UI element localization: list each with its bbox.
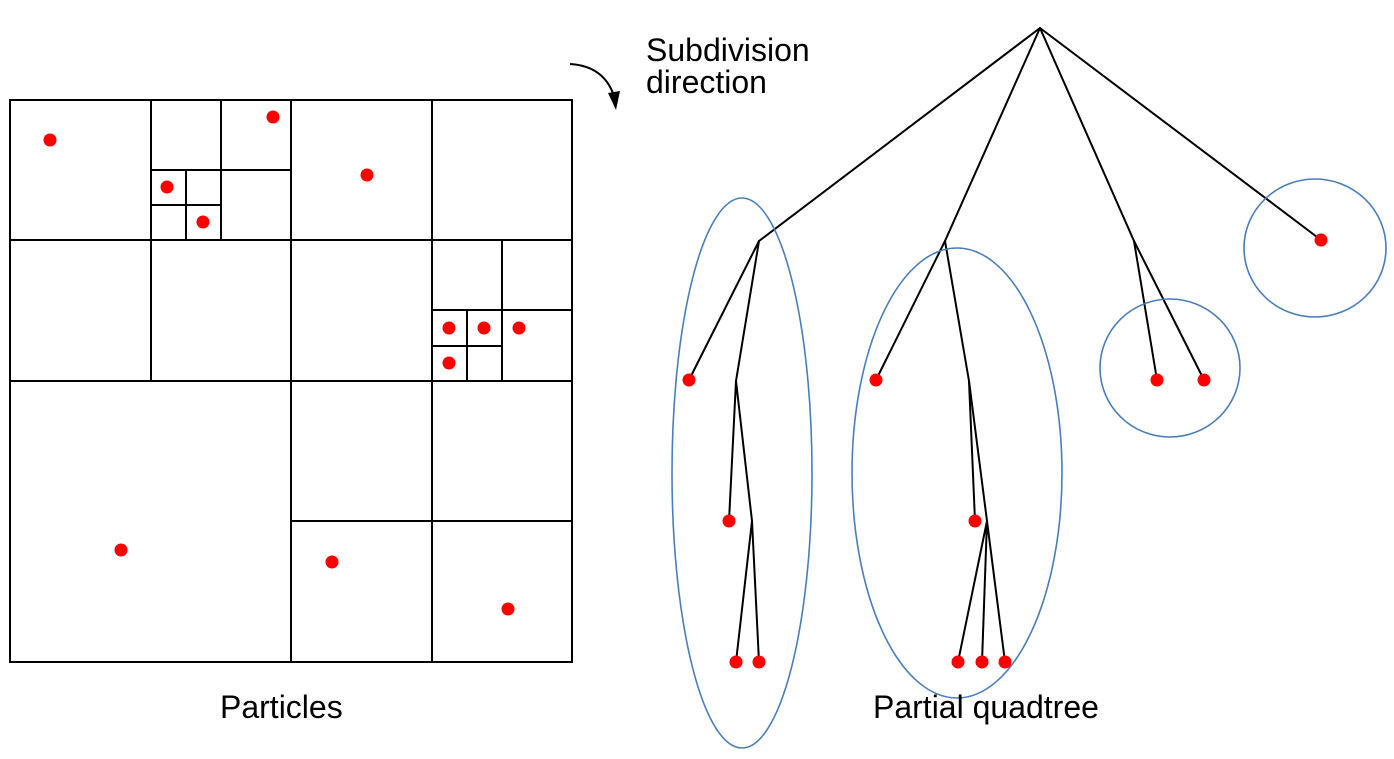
tree-edge xyxy=(728,380,737,522)
tree-edge xyxy=(986,520,1006,663)
particle-dot xyxy=(360,168,374,182)
leaf-dot xyxy=(752,655,766,669)
particle-dot xyxy=(442,321,456,335)
tree-edge xyxy=(957,520,988,663)
quadtree-caption: Partial quadtree xyxy=(873,689,1099,725)
particle-dot xyxy=(477,321,491,335)
leaf-dot xyxy=(975,655,989,669)
tree-edge xyxy=(735,520,753,663)
particles-caption: Particles xyxy=(220,689,343,725)
particle-dot xyxy=(442,356,456,370)
leaf-dot xyxy=(1314,233,1328,247)
arrow-curve xyxy=(569,63,615,97)
tree-edge xyxy=(688,240,760,381)
tree-edge xyxy=(735,240,760,382)
arrow-head xyxy=(608,91,620,110)
particle-dot xyxy=(43,133,57,147)
leaf-dot xyxy=(968,514,982,528)
tree-edge xyxy=(758,27,1041,242)
particle-dot xyxy=(325,555,339,569)
group-outline xyxy=(1243,178,1387,318)
subdivision-arrow xyxy=(569,63,620,110)
tree-edge xyxy=(1039,27,1322,241)
particle-grid xyxy=(9,99,573,663)
quadtree-leaves xyxy=(682,233,1328,669)
particle-dot xyxy=(196,215,210,229)
particle-dot xyxy=(160,180,174,194)
tree-edge xyxy=(735,380,753,522)
quadtree-groups xyxy=(671,178,1387,749)
tree-edge xyxy=(875,240,946,381)
tree-edge xyxy=(1039,27,1135,242)
particle-dot xyxy=(266,110,280,124)
tree-edge xyxy=(1133,240,1158,381)
partial-quadtree xyxy=(688,27,1322,663)
tree-edge xyxy=(968,380,976,522)
leaf-dot xyxy=(722,514,736,528)
tree-edge xyxy=(751,520,760,663)
subdivision-direction-label: Subdivision direction xyxy=(646,32,810,100)
particle-dot xyxy=(512,321,526,335)
tree-edge xyxy=(981,520,988,663)
particle-dot xyxy=(501,602,515,616)
leaf-dot xyxy=(951,655,965,669)
group-outline xyxy=(671,197,813,749)
tree-edge xyxy=(968,380,988,522)
group-outline xyxy=(851,247,1063,699)
leaf-dot xyxy=(729,655,743,669)
tree-edge xyxy=(944,240,970,382)
leaf-dot xyxy=(998,655,1012,669)
leaf-dot xyxy=(869,373,883,387)
leaf-dot xyxy=(1197,373,1211,387)
tree-edge xyxy=(944,27,1041,242)
grid-particles xyxy=(43,110,526,616)
group-outline xyxy=(1099,298,1241,438)
leaf-dot xyxy=(682,373,696,387)
particle-dot xyxy=(114,543,128,557)
tree-edge xyxy=(1133,240,1205,381)
leaf-dot xyxy=(1150,373,1164,387)
